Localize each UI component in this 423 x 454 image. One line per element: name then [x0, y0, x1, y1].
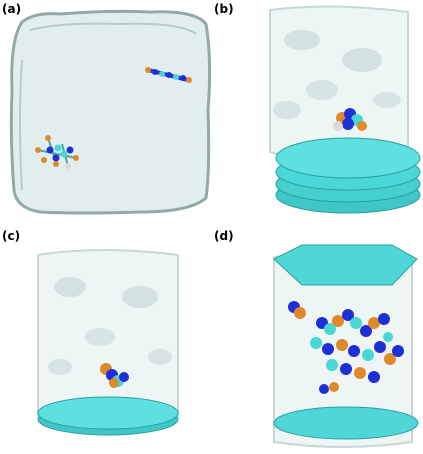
graphene-sheet-icon [37, 396, 179, 436]
water-box-icon [9, 9, 211, 215]
graphene-bottom-icon [273, 406, 419, 440]
panel-b: (b) [212, 0, 423, 227]
panel-label: (c) [2, 229, 21, 243]
panel-d: (d) [212, 227, 423, 454]
panel-label: (b) [214, 2, 234, 16]
molecule-top-right-icon [145, 67, 192, 83]
graphite-stack-icon [275, 137, 421, 214]
molecule-icon [100, 363, 129, 388]
panel-a: (a) [0, 0, 211, 227]
molecule-left-icon [35, 135, 79, 169]
molecule-icon [333, 108, 367, 131]
panel-c: (c) [0, 227, 211, 454]
water-cylinder-many-molecules-icon [273, 244, 419, 448]
molecule-cluster-icon [288, 301, 404, 394]
water-cylinder-graphite-icon [269, 5, 421, 214]
panel-label: (a) [2, 2, 22, 16]
water-cylinder-graphene-icon [37, 249, 179, 436]
panel-label: (d) [214, 229, 234, 243]
graphene-top-icon [273, 244, 418, 286]
